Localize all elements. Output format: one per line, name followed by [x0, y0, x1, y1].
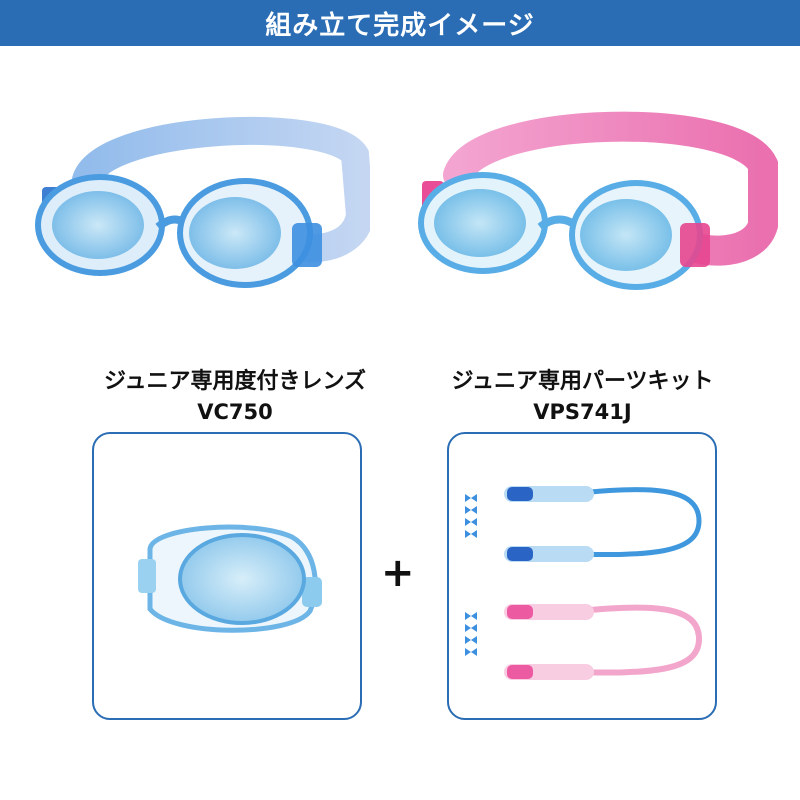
kit-product-code: VPS741J	[533, 400, 632, 424]
lens-product-name: ジュニア専用度付きレンズ	[103, 369, 367, 394]
pink-goggles-image	[418, 111, 778, 290]
header-title: 組み立て完成イメージ	[265, 10, 535, 41]
lens-product-code: VC750	[197, 400, 273, 424]
kit-product-label: ジュニア専用パーツキット VPS741J	[405, 367, 760, 427]
plus-sign: +	[381, 550, 415, 596]
blue-goggles-image	[35, 117, 370, 288]
blue-strap-kit-image	[465, 486, 702, 562]
parts-kit-box	[447, 432, 717, 720]
lens-box	[92, 432, 362, 720]
kit-product-name: ジュニア専用パーツキット	[451, 369, 714, 394]
lens-image	[138, 524, 322, 633]
pink-strap-kit-image	[465, 604, 703, 680]
header-banner: 組み立て完成イメージ	[0, 0, 800, 46]
lens-product-label: ジュニア専用度付きレンズ VC750	[60, 367, 410, 427]
hero-images	[0, 100, 800, 320]
